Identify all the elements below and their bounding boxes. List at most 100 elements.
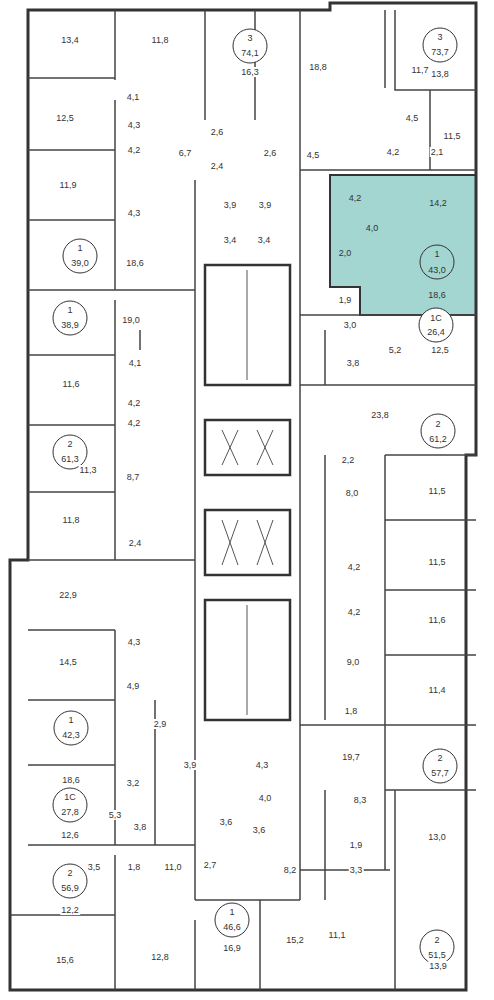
room-area: 2,2 bbox=[341, 455, 356, 465]
room-area: 2 bbox=[66, 439, 73, 449]
room-area: 2 bbox=[436, 753, 443, 763]
room-area: 3,4 bbox=[223, 235, 238, 245]
room-area: 3,5 bbox=[87, 862, 102, 872]
room-area: 3,9 bbox=[183, 760, 198, 770]
room-area: 12,5 bbox=[55, 113, 75, 123]
room-area: 11,8 bbox=[62, 515, 81, 525]
room-area: 3 bbox=[246, 33, 253, 43]
room-area: 12,2 bbox=[60, 905, 80, 915]
room-area: 6,7 bbox=[178, 148, 193, 158]
room-area: 19,0 bbox=[121, 315, 141, 325]
room-area: 8,0 bbox=[345, 488, 360, 498]
room-area: 73,7 bbox=[430, 47, 450, 57]
room-area: 3,4 bbox=[257, 235, 272, 245]
room-area: 12,6 bbox=[60, 830, 80, 840]
room-area: 27,8 bbox=[60, 807, 80, 817]
room-area: 1 bbox=[67, 715, 74, 725]
room-area: 11,5 bbox=[428, 557, 447, 567]
room-area: 3,8 bbox=[133, 822, 148, 832]
room-area: 1С bbox=[63, 792, 77, 802]
room-area: 74,1 bbox=[240, 48, 260, 58]
room-area: 1 bbox=[66, 305, 73, 315]
room-area: 39,0 bbox=[70, 258, 90, 268]
room-area: 12,8 bbox=[150, 952, 170, 962]
room-area: 11,4 bbox=[428, 685, 447, 695]
room-area: 5,2 bbox=[388, 345, 403, 355]
room-area: 3 bbox=[436, 32, 443, 42]
room-area: 4,2 bbox=[386, 147, 401, 157]
room-area: 12,5 bbox=[430, 345, 450, 355]
room-area: 11,5 bbox=[428, 486, 447, 496]
room-area: 11,7 bbox=[411, 65, 430, 75]
room-area: 4,2 bbox=[127, 398, 142, 408]
room-area: 2,0 bbox=[339, 248, 352, 258]
room-area: 3,2 bbox=[126, 778, 141, 788]
room-area: 4,3 bbox=[127, 208, 142, 218]
room-area: 2,9 bbox=[153, 719, 168, 729]
room-area: 4,2 bbox=[349, 193, 362, 203]
room-area: 14,2 bbox=[429, 198, 447, 208]
room-area: 26,4 bbox=[426, 327, 446, 337]
room-area: 46,6 bbox=[222, 922, 242, 932]
room-area: 1,9 bbox=[338, 295, 353, 305]
room-area: 13,0 bbox=[427, 832, 447, 842]
room-area: 4,2 bbox=[347, 607, 362, 617]
room-area: 11,6 bbox=[62, 379, 81, 389]
room-area: 1С bbox=[429, 313, 443, 323]
room-area: 11,1 bbox=[328, 930, 347, 940]
room-area: 4,3 bbox=[255, 760, 270, 770]
room-area: 2,1 bbox=[430, 147, 445, 157]
room-area: 1 bbox=[76, 243, 83, 253]
room-area: 9,0 bbox=[346, 657, 361, 667]
room-area: 11,9 bbox=[59, 180, 78, 190]
room-area: 11,8 bbox=[151, 35, 170, 45]
room-area: 18,6 bbox=[125, 258, 145, 268]
room-area: 4,2 bbox=[127, 418, 142, 428]
room-area: 1,9 bbox=[349, 840, 364, 850]
room-area: 3,3 bbox=[349, 865, 364, 875]
room-area: 19,7 bbox=[341, 752, 361, 762]
room-area: 2,6 bbox=[263, 148, 278, 158]
room-area: 4,3 bbox=[127, 120, 142, 130]
room-area: 61,2 bbox=[428, 434, 448, 444]
room-area: 16,3 bbox=[240, 67, 260, 77]
room-area: 1,8 bbox=[127, 862, 142, 872]
room-area: 22,9 bbox=[58, 590, 78, 600]
room-area: 8,2 bbox=[283, 865, 298, 875]
room-area: 13,4 bbox=[60, 35, 80, 45]
room-area: 3,9 bbox=[258, 200, 273, 210]
room-area: 23,8 bbox=[370, 410, 390, 420]
room-area: 18,6 bbox=[61, 775, 81, 785]
room-area: 18,8 bbox=[308, 62, 328, 72]
room-area: 2 bbox=[434, 419, 441, 429]
room-area: 4,1 bbox=[126, 92, 141, 102]
room-area: 4,0 bbox=[366, 223, 379, 233]
room-area: 2 bbox=[66, 868, 73, 878]
room-area: 15,2 bbox=[285, 935, 305, 945]
room-area: 13,9 bbox=[428, 961, 448, 971]
room-area: 57,7 bbox=[430, 768, 450, 778]
room-area: 18,6 bbox=[428, 290, 446, 300]
room-area: 42,3 bbox=[61, 730, 81, 740]
room-area: 14,5 bbox=[58, 657, 78, 667]
room-area: 4,9 bbox=[126, 681, 141, 691]
room-area: 51,5 bbox=[427, 950, 447, 960]
room-area: 8,7 bbox=[126, 472, 141, 482]
room-area: 2,7 bbox=[203, 860, 218, 870]
room-area: 1 bbox=[434, 249, 439, 259]
room-area: 56,9 bbox=[60, 883, 80, 893]
room-area: 38,9 bbox=[60, 320, 80, 330]
room-area: 5,3 bbox=[108, 810, 123, 820]
room-area: 13,8 bbox=[430, 69, 450, 79]
room-area: 2,4 bbox=[210, 161, 225, 171]
room-area: 61,3 bbox=[60, 454, 80, 464]
room-area: 4,0 bbox=[258, 793, 273, 803]
room-area: 11,5 bbox=[443, 131, 462, 141]
room-area: 3,6 bbox=[252, 825, 267, 835]
room-area: 3,8 bbox=[346, 358, 361, 368]
room-area: 11,3 bbox=[79, 465, 98, 475]
room-area: 2 bbox=[433, 935, 440, 945]
room-area: 11,0 bbox=[164, 862, 183, 872]
room-area: 11,6 bbox=[428, 615, 447, 625]
